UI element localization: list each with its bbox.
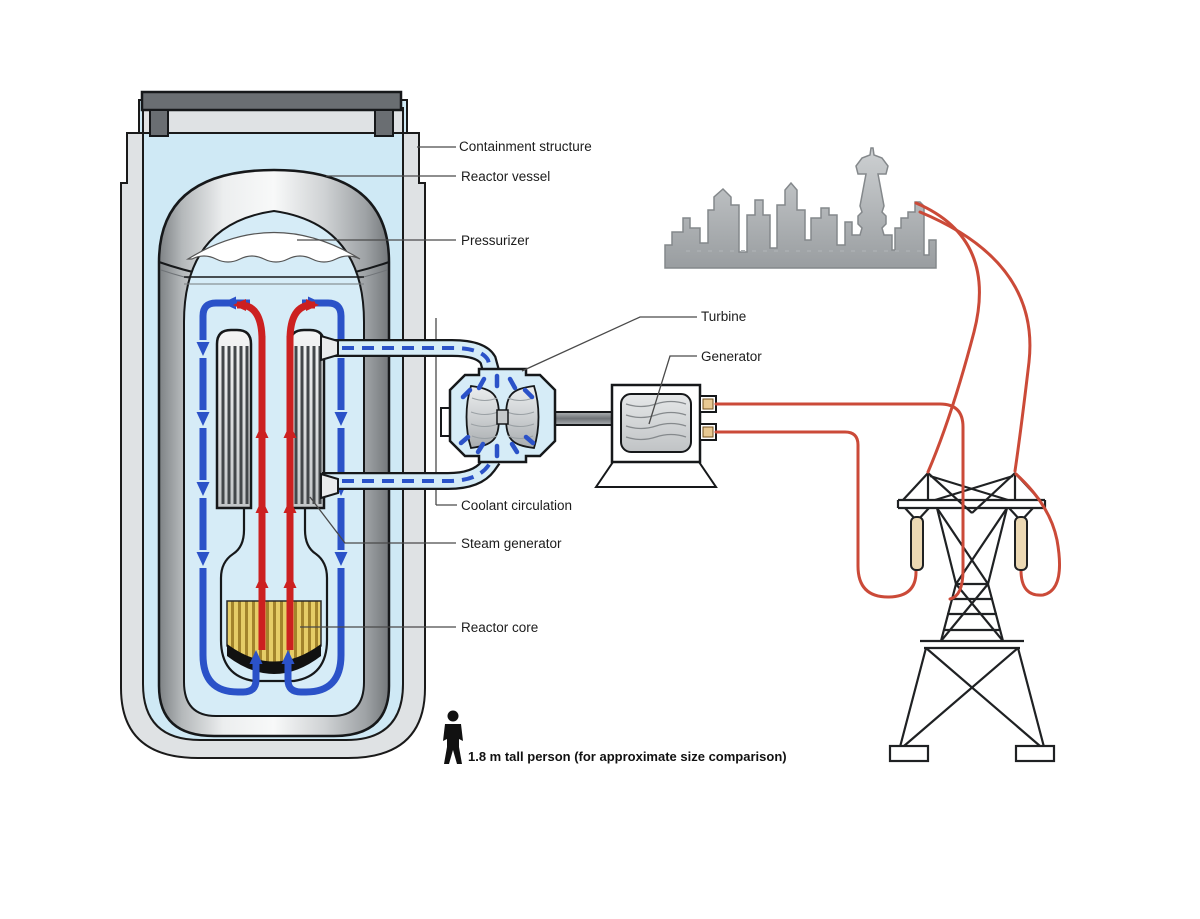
power-lines	[714, 201, 1061, 601]
primary-pipes	[320, 334, 501, 500]
containment-cap	[140, 90, 403, 112]
label-coolant-circulation: Coolant circulation	[461, 498, 572, 513]
generator-terminals	[699, 395, 717, 441]
label-reactor-vessel: Reactor vessel	[461, 169, 550, 184]
coolant-loop-arrows	[196, 296, 348, 696]
steam-generator-left	[215, 328, 253, 510]
label-pressurizer: Pressurizer	[461, 233, 530, 248]
label-reactor-core: Reactor core	[461, 620, 538, 635]
label-generator: Generator	[701, 349, 762, 364]
person-icon	[443, 710, 463, 764]
reactor-core	[219, 508, 329, 683]
label-scale-caption: 1.8 m tall person (for approximate size …	[468, 749, 787, 764]
turbine-shaft	[554, 411, 615, 426]
generator	[594, 383, 718, 488]
label-turbine: Turbine	[701, 309, 746, 324]
transmission-tower	[888, 472, 1056, 763]
tower-insulators	[910, 516, 1028, 571]
generator-coil	[620, 393, 692, 453]
label-steam-generator: Steam generator	[461, 536, 562, 551]
label-leader-lines	[297, 146, 697, 628]
city-skyline	[664, 147, 937, 269]
hot-leg-arrows	[233, 299, 319, 650]
turbine	[440, 367, 615, 464]
label-containment-structure: Containment structure	[459, 139, 592, 154]
steam-generator-right	[288, 328, 326, 510]
